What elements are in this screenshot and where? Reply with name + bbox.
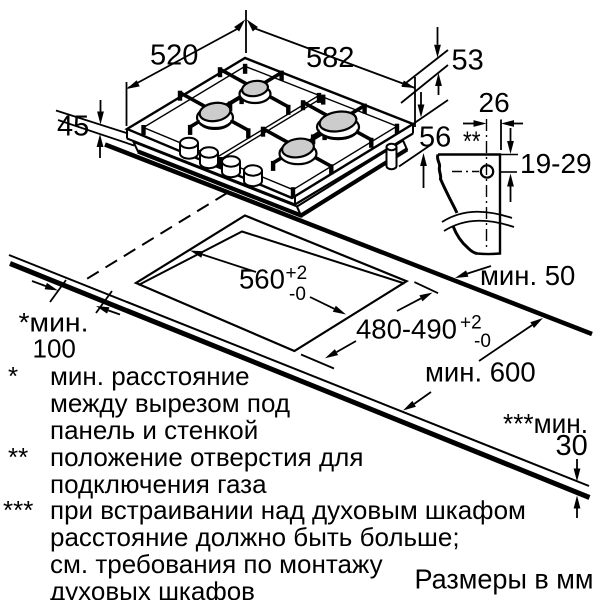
svg-text:*: *	[8, 361, 18, 391]
svg-text:45: 45	[57, 111, 89, 143]
svg-text:-0: -0	[474, 331, 491, 352]
svg-text:*мин.: *мин.	[19, 308, 89, 338]
svg-text:духовых шкафов: духовых шкафов	[50, 576, 255, 600]
svg-text:+2: +2	[286, 263, 308, 284]
svg-text:между вырезом под: между вырезом под	[50, 388, 290, 418]
svg-text:панель и стенкой: панель и стенкой	[50, 415, 258, 445]
svg-text:582: 582	[306, 42, 354, 74]
svg-text:520: 520	[150, 40, 198, 72]
svg-text:53: 53	[452, 45, 484, 77]
svg-text:положение отверстия для: положение отверстия для	[50, 442, 363, 472]
svg-text:**: **	[8, 442, 28, 472]
svg-text:56: 56	[419, 122, 451, 154]
svg-text:подключения газа: подключения газа	[50, 469, 267, 499]
svg-text:19-29: 19-29	[520, 148, 592, 179]
svg-text:480-490: 480-490	[356, 314, 457, 345]
svg-text:30: 30	[556, 430, 588, 462]
svg-text:расстояние должно быть больше;: расстояние должно быть больше;	[50, 522, 460, 552]
svg-text:***: ***	[3, 495, 33, 525]
svg-text:26: 26	[479, 87, 510, 118]
svg-text:мин. 600: мин. 600	[425, 357, 536, 388]
svg-text:мин. 50: мин. 50	[480, 260, 575, 291]
svg-text:Размеры в мм: Размеры в мм	[415, 564, 594, 595]
svg-text:100: 100	[33, 334, 76, 364]
svg-text:**: **	[463, 126, 481, 157]
svg-text:мин. расстояние: мин. расстояние	[50, 361, 250, 391]
svg-text:см. требования по монтажу: см. требования по монтажу	[50, 549, 383, 579]
svg-text:при встраивании над духовым шк: при встраивании над духовым шкафом	[50, 495, 526, 525]
svg-text:-0: -0	[289, 284, 306, 305]
svg-text:***мин.: ***мин.	[503, 408, 588, 439]
svg-text:+2: +2	[460, 313, 482, 334]
